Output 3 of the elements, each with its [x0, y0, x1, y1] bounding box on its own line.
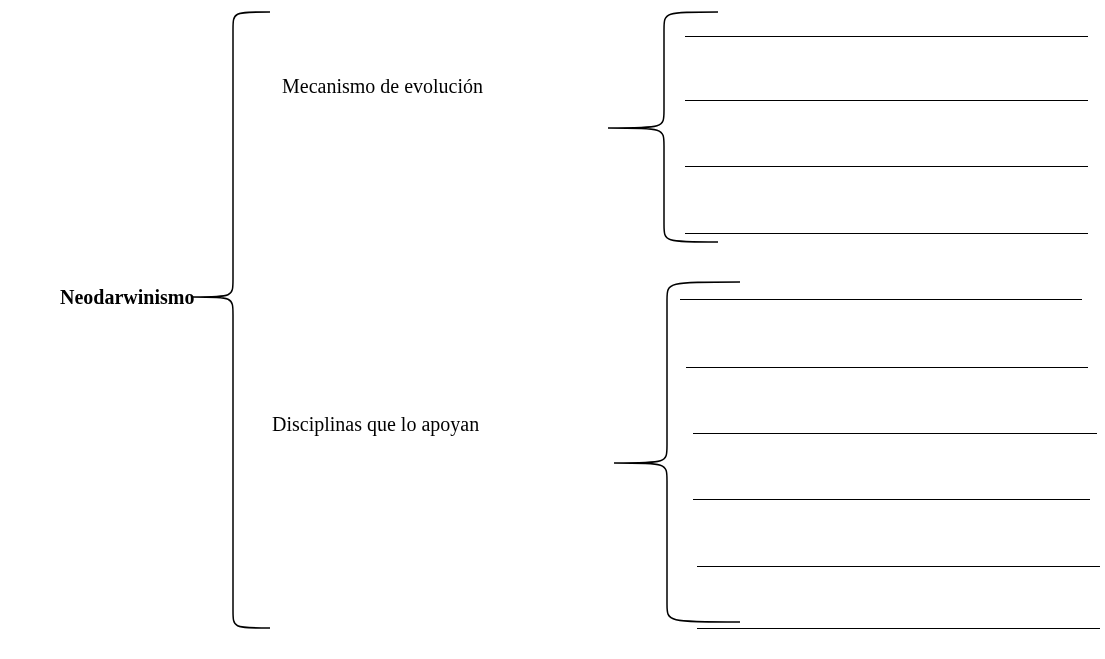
category-label: Disciplinas que lo apoyan	[272, 412, 480, 436]
heading: Neodarwinismo	[60, 285, 195, 309]
category-label: Mecanismo de evolución	[282, 74, 484, 98]
